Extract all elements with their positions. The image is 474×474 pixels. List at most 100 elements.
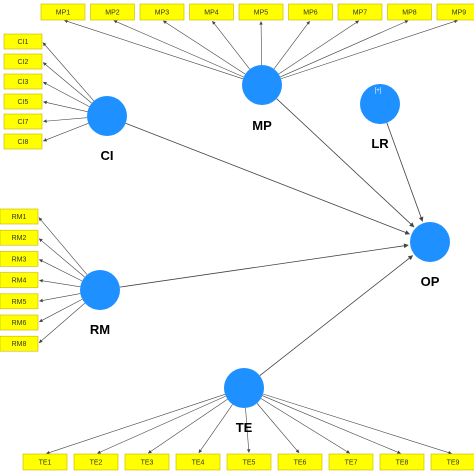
- indicator-rm1[interactable]: RM1: [0, 208, 39, 225]
- path-te-to-op: [259, 255, 414, 376]
- indicator-label: CI1: [18, 39, 29, 46]
- loading-ci1: [42, 42, 95, 102]
- indicator-te7[interactable]: TE7: [328, 453, 374, 471]
- indicator-label: CI8: [18, 139, 29, 146]
- loading-rm3: [39, 259, 83, 282]
- indicator-box: [0, 272, 39, 288]
- indicator-label: MP4: [204, 10, 219, 17]
- indicator-label: MP8: [402, 10, 417, 17]
- indicator-mp8[interactable]: MP8: [387, 3, 432, 21]
- latent-label: TE: [236, 420, 253, 435]
- latent-circle: [410, 222, 450, 262]
- expand-tag: [+]: [375, 88, 382, 94]
- latent-label: LR: [371, 136, 389, 151]
- indicator-ci7[interactable]: CI7: [3, 113, 43, 130]
- latent-label: OP: [421, 274, 440, 289]
- indicator-box: [3, 33, 43, 50]
- indicator-mp9[interactable]: MP9: [436, 3, 474, 21]
- indicator-te6[interactable]: TE6: [277, 453, 323, 471]
- indicator-box: [0, 208, 39, 225]
- indicator-label: CI5: [18, 99, 29, 106]
- indicator-te2[interactable]: TE2: [73, 453, 119, 471]
- indicator-box: [40, 3, 86, 21]
- indicator-mp7[interactable]: MP7: [337, 3, 383, 21]
- indicator-label: CI7: [18, 119, 29, 126]
- loading-ci3: [43, 81, 90, 107]
- indicator-box: [0, 314, 39, 331]
- indicator-label: RM4: [12, 278, 27, 285]
- indicator-box: [0, 251, 39, 267]
- latent-rm[interactable]: RM: [80, 270, 120, 337]
- latent-mp[interactable]: MP: [242, 65, 282, 133]
- indicator-ci2[interactable]: CI2: [3, 53, 43, 70]
- latent-lr[interactable]: [+] LR: [360, 84, 400, 151]
- latent-circle: [224, 368, 264, 408]
- indicator-rm8[interactable]: RM8: [0, 335, 39, 352]
- loading-te4: [198, 404, 233, 454]
- indicator-mp2[interactable]: MP2: [90, 3, 135, 21]
- latent-te[interactable]: TE: [224, 368, 264, 435]
- indicator-te5[interactable]: TE5: [226, 453, 272, 471]
- indicator-rm4[interactable]: RM4: [0, 272, 39, 288]
- loading-te8: [262, 395, 401, 454]
- indicator-label: RM1: [12, 214, 27, 221]
- indicator-label: MP3: [155, 10, 170, 17]
- indicator-te8[interactable]: TE8: [379, 453, 425, 471]
- indicator-rm3[interactable]: RM3: [0, 251, 39, 267]
- indicator-te9[interactable]: TE9: [430, 453, 474, 471]
- indicator-box: [277, 453, 323, 471]
- indicator-box: [3, 133, 43, 150]
- indicator-box: [226, 453, 272, 471]
- indicator-box: [124, 453, 170, 471]
- indicator-ci3[interactable]: CI3: [3, 73, 43, 90]
- indicator-rm5[interactable]: RM5: [0, 293, 39, 310]
- indicator-label: RM3: [12, 256, 27, 263]
- indicator-rm2[interactable]: RM2: [0, 229, 39, 246]
- loading-mp7: [278, 20, 360, 75]
- latent-label: MP: [252, 118, 272, 133]
- indicator-mp5[interactable]: MP5: [238, 3, 284, 21]
- loading-te1: [46, 394, 226, 455]
- path-ci-to-op: [125, 122, 410, 235]
- indicator-mp4[interactable]: MP4: [189, 3, 234, 21]
- indicator-label: RM6: [12, 320, 27, 327]
- indicator-box: [90, 3, 135, 21]
- indicator-label: TE4: [192, 460, 205, 467]
- indicator-box: [337, 3, 383, 21]
- indicator-mp3[interactable]: MP3: [139, 3, 185, 21]
- indicator-label: RM8: [12, 341, 27, 348]
- indicator-te4[interactable]: TE4: [175, 453, 221, 471]
- indicator-ci5[interactable]: CI5: [3, 93, 43, 110]
- indicator-box: [0, 229, 39, 246]
- latent-op[interactable]: OP: [410, 222, 450, 289]
- latent-circle: [80, 270, 120, 310]
- latent-ci[interactable]: CI: [87, 96, 127, 163]
- loading-mp4: [212, 20, 250, 70]
- indicator-box: [387, 3, 432, 21]
- indicator-label: CI3: [18, 79, 29, 86]
- indicator-label: MP9: [452, 10, 467, 17]
- indicator-ci8[interactable]: CI8: [3, 133, 43, 150]
- indicator-mp6[interactable]: MP6: [288, 3, 333, 21]
- indicator-box: [3, 113, 43, 130]
- indicator-te1[interactable]: TE1: [22, 453, 68, 471]
- indicator-box: [3, 53, 43, 70]
- indicator-label: TE8: [396, 460, 409, 467]
- indicator-rm6[interactable]: RM6: [0, 314, 39, 331]
- indicator-box: [379, 453, 425, 471]
- indicator-label: MP1: [56, 10, 71, 17]
- latent-circle: [87, 96, 127, 136]
- indicator-label: TE5: [243, 460, 256, 467]
- loading-ci5: [43, 100, 88, 112]
- indicator-label: MP5: [254, 10, 269, 17]
- loading-mp5: [259, 21, 263, 66]
- loading-ci2: [42, 62, 92, 104]
- latent-circle: [242, 65, 282, 105]
- indicator-mp1[interactable]: MP1: [40, 3, 86, 21]
- indicator-ci1[interactable]: CI1: [3, 33, 43, 50]
- loading-te2: [97, 395, 226, 454]
- indicator-te3[interactable]: TE3: [124, 453, 170, 471]
- path-rm-to-op: [119, 243, 409, 288]
